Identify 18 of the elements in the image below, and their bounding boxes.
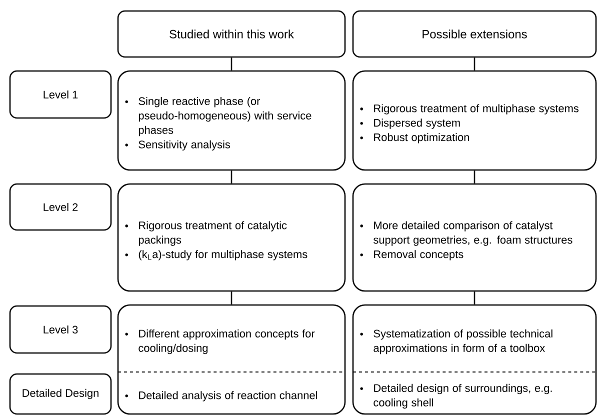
- connector-line: [474, 170, 476, 184]
- connector-line: [230, 292, 232, 304]
- connector-line: [230, 58, 232, 70]
- header-box: Possible extensions: [352, 10, 597, 58]
- level-box: Level 2: [9, 183, 112, 231]
- bullet-box: Rigorous treatment of catalytic packings (k$_{L}$a)-study for multiphase systems: [117, 183, 346, 292]
- bullet-box: Single reactive phase (or pseudo-homogeneous) with service phases Sensitivity analysis: [117, 70, 346, 171]
- connector-line: [474, 292, 476, 304]
- connector-line: [474, 58, 476, 70]
- header-box: Studied within this work: [117, 10, 346, 58]
- connector-line: [230, 170, 232, 184]
- level-box: Detailed Design: [9, 373, 112, 415]
- bullet-box: Systematization of possible technical approximations in form of a toolbox Detailed design of surroundings, e.g. cooling shell: [352, 304, 597, 415]
- level-box: Level 1: [9, 70, 112, 119]
- level-box: Level 3: [9, 305, 112, 354]
- bullet-box: Rigorous treatment of multiphase systems Dispersed system Robust optimization: [352, 70, 597, 171]
- bullet-box: More detailed comparison of catalyst support geometries, e.g. foam structures Removal concepts: [352, 183, 597, 292]
- bullet-box: Different approximation concepts for cooling/dosing Detailed analysis of reaction channel: [117, 304, 346, 415]
